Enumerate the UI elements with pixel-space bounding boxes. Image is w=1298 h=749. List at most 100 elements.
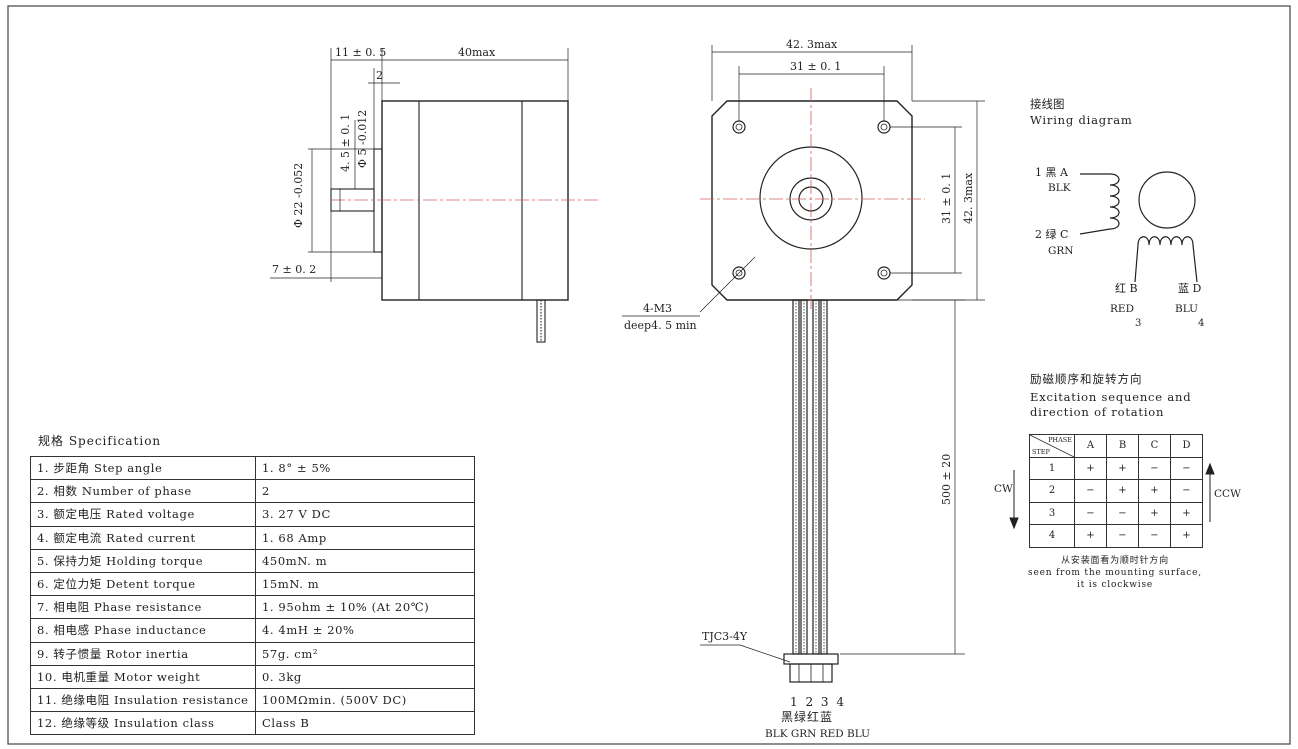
step-number: 2: [1029, 479, 1075, 503]
excitation-row: 4+−−+: [1029, 524, 1203, 548]
pin-numbers: 1 2 3 4: [790, 695, 846, 709]
connector-housing: [783, 653, 839, 665]
excitation-cell: +: [1106, 456, 1139, 480]
phase-label: PHASE: [1048, 436, 1072, 444]
pin-colors-cn: 黑绿红蓝: [781, 709, 833, 724]
step-number: 1: [1029, 456, 1075, 480]
excitation-title-cn: 励磁顺序和旋转方向: [1030, 372, 1143, 386]
wiring-title-cn: 接线图: [1030, 97, 1065, 111]
coil-ac: [1079, 173, 1120, 235]
excitation-cell: −: [1138, 524, 1171, 548]
step-number: 4: [1029, 524, 1075, 548]
wire-a-color: BLK: [1048, 182, 1071, 194]
spec-value: 0. 3kg: [255, 664, 475, 689]
dim-hole-spacing: 31 ± 0. 1: [790, 60, 841, 73]
spec-name: 5. 保持力矩 Holding torque: [30, 548, 256, 573]
dim-flange: 11 ± 0. 5: [335, 46, 386, 59]
spec-value: 450mN. m: [255, 548, 475, 573]
excitation-cell: −: [1106, 524, 1139, 548]
pin-colors-en: BLK GRN RED BLU: [765, 728, 870, 740]
dim-body-width: 42. 3max: [786, 38, 838, 51]
note-en-2: it is clockwise: [1076, 580, 1154, 590]
spec-name: 12. 绝缘等级 Insulation class: [30, 711, 256, 736]
wire-d-color: BLU: [1175, 303, 1198, 315]
excitation-cell: +: [1074, 524, 1107, 548]
dim-shaft-len: 7 ± 0. 2: [272, 263, 316, 276]
motor-body-side: [381, 100, 569, 301]
phase-step-header: PHASE STEP: [1029, 434, 1075, 458]
ccw-label: CCW: [1214, 488, 1241, 500]
dim-lead-length: 500 ± 20: [940, 454, 953, 505]
spec-name: 3. 额定电压 Rated voltage: [30, 502, 256, 527]
spec-name: 11. 绝缘电阻 Insulation resistance: [30, 687, 256, 713]
spec-name: 6. 定位力矩 Detent torque: [30, 571, 256, 597]
mount-hole-bl: [732, 266, 746, 280]
pilot-boss: [373, 148, 383, 253]
spec-value: 1. 68 Amp: [255, 525, 475, 550]
front-view: [622, 45, 985, 683]
excitation-cell: −: [1138, 456, 1171, 480]
wire-d-label: 蓝 D: [1178, 282, 1201, 295]
spec-name: 10. 电机重量 Motor weight: [30, 664, 256, 689]
excitation-title-en-1: Excitation sequence and: [1030, 390, 1191, 404]
excitation-row: 3−−++: [1029, 501, 1203, 525]
spec-value: 100MΩmin. (500V DC): [255, 687, 475, 713]
dim-step: 2: [376, 69, 383, 82]
connector-label: TJC3-4Y: [702, 630, 748, 643]
dim-body-height: 42. 3max: [962, 172, 975, 224]
wire-b-color: RED: [1110, 303, 1134, 315]
spec-name: 8. 相电感 Phase inductance: [30, 618, 256, 643]
dim-pilot: Φ 22 -0.052: [292, 163, 305, 228]
spec-value: 3. 27 V DC: [255, 502, 475, 527]
wire-c-color: GRN: [1048, 245, 1073, 257]
wire-b-label: 红 B: [1115, 282, 1138, 295]
excitation-cell: −: [1170, 456, 1203, 480]
spec-value: 2: [255, 479, 475, 504]
spec-name: 4. 额定电流 Rated current: [30, 525, 256, 550]
spec-name: 1. 步距角 Step angle: [30, 455, 256, 481]
wire-b-num: 3: [1135, 318, 1141, 329]
dim-hole-spacing-v: 31 ± 0. 1: [940, 173, 953, 224]
mount-hole-tl: [732, 120, 746, 134]
spec-name: 7. 相电阻 Phase resistance: [30, 595, 256, 620]
excitation-cell: +: [1138, 501, 1171, 525]
rotation-arrows: [1009, 462, 1215, 530]
wire-d-num: 4: [1198, 318, 1204, 329]
excitation-cell: +: [1074, 456, 1107, 480]
excitation-header-row: PHASE STEP A B C D: [1029, 434, 1203, 458]
cw-label: CW: [994, 483, 1013, 495]
step-label: STEP: [1032, 447, 1050, 456]
spec-name: 2. 相数 Number of phase: [30, 479, 256, 504]
mount-hole-br: [877, 266, 891, 280]
spec-title: 规格 Specification: [38, 434, 162, 448]
coil-bd: [1134, 236, 1198, 283]
wiring-title-en: Wiring diagram: [1030, 113, 1133, 127]
mount-hole-tr: [877, 120, 891, 134]
excitation-cell: −: [1170, 479, 1203, 503]
col-header-a: A: [1074, 434, 1107, 458]
col-header-c: C: [1138, 434, 1171, 458]
excitation-title-en-2: direction of rotation: [1030, 405, 1164, 419]
spec-value: 15mN. m: [255, 571, 475, 597]
spec-name: 9. 转子惯量 Rotor inertia: [30, 641, 256, 666]
wiring-diagram: [1079, 171, 1198, 283]
excitation-cell: +: [1170, 524, 1203, 548]
excitation-row: 2−++−: [1029, 479, 1203, 503]
dim-boss-offset: 4. 5 ± 0. 1: [339, 114, 352, 172]
excitation-cell: −: [1106, 501, 1139, 525]
hole-label-2: deep4. 5 min: [624, 319, 697, 332]
wire-c-label: 2 绿 C: [1035, 227, 1068, 241]
excitation-note: 从安装面看为顺时针方向 seen from the mounting surfa…: [1020, 555, 1210, 591]
excitation-cell: +: [1106, 479, 1139, 503]
